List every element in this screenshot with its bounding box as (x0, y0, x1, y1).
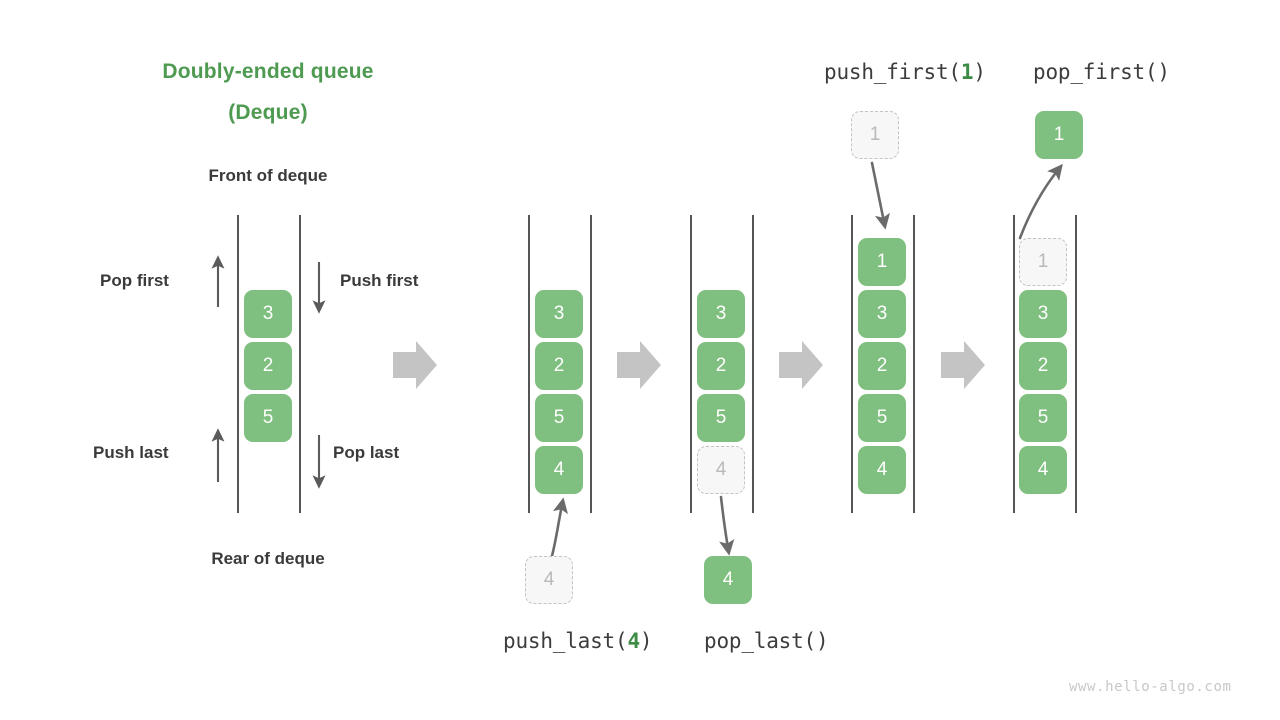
deque-5-cell-2: 2 (1019, 342, 1067, 390)
deque-1-cell-2: 5 (244, 394, 292, 442)
rear-of-deque-label: Rear of deque (211, 549, 325, 568)
pop-first-label: Pop first (100, 271, 169, 290)
push-last-op-arg: 4 (627, 629, 640, 653)
deque-5-cell-1: 3 (1019, 290, 1067, 338)
pop-last-op-prefix: pop_last() (704, 629, 829, 653)
deque-3-rail-left (690, 215, 692, 513)
pop-first-op-label: pop_first() (1033, 60, 1170, 84)
pop-first-op-prefix: pop_first() (1033, 60, 1170, 84)
pop-last-label: Pop last (333, 443, 400, 462)
deque-2-cell-1: 2 (535, 342, 583, 390)
deque-5-cell-4: 4 (1019, 446, 1067, 494)
transition-arrow-3 (779, 341, 823, 389)
push-first-op-arg: 1 (960, 60, 974, 84)
deque-2-cell-0: 3 (535, 290, 583, 338)
pop-first-motion-arrow (1018, 163, 1063, 240)
pop-last-result-cell: 4 (704, 556, 752, 604)
deque-4-cell-3: 5 (858, 394, 906, 442)
transition-arrow-2 (617, 341, 661, 389)
deque-2-cell-2: 5 (535, 394, 583, 442)
push-first-source-cell: 1 (851, 111, 899, 159)
push-first-motion-arrow (870, 161, 890, 230)
deque-4-rail-right (913, 215, 915, 513)
deque-4-cell-2: 2 (858, 342, 906, 390)
deque-3-cell-1: 2 (697, 342, 745, 390)
transition-arrow-4 (941, 341, 985, 389)
front-of-deque-label: Front of deque (208, 166, 328, 185)
deque-1-cell-0: 3 (244, 290, 292, 338)
push-last-motion-arrow (550, 497, 568, 558)
deque-3-cell-0: 3 (697, 290, 745, 338)
deque-1-rail-right (299, 215, 301, 513)
deque-5-cell-0-ghost: 1 (1019, 238, 1067, 286)
deque-1-rail-left (237, 215, 239, 513)
deque-3-rail-right (752, 215, 754, 513)
deque-2-rail-left (528, 215, 530, 513)
deque-2-cell-3: 4 (535, 446, 583, 494)
deque-5-rail-right (1075, 215, 1077, 513)
deque-4-cell-1: 3 (858, 290, 906, 338)
deque-4-cell-0: 1 (858, 238, 906, 286)
deque-5-rail-left (1013, 215, 1015, 513)
push-first-op-suffix: ) (973, 60, 986, 84)
deque-3-cell-3-ghost: 4 (697, 446, 745, 494)
push-last-label: Push last (93, 443, 169, 462)
push-last-op-label: push_last(4) (503, 629, 653, 653)
deque-2-rail-right (590, 215, 592, 513)
pop-first-result-cell: 1 (1035, 111, 1083, 159)
deque-5-cell-3: 5 (1019, 394, 1067, 442)
push-last-op-suffix: ) (639, 629, 653, 653)
push-last-source-cell: 4 (525, 556, 573, 604)
deque-1-cell-1: 2 (244, 342, 292, 390)
pop-last-motion-arrow (719, 495, 735, 556)
pop-last-op-label: pop_last() (704, 629, 829, 653)
deque-3-cell-2: 5 (697, 394, 745, 442)
deque-4-cell-4: 4 (858, 446, 906, 494)
page-title-line1: Doubly-ended queue (162, 60, 374, 83)
deque-4-rail-left (851, 215, 853, 513)
push-first-op-prefix: push_first( (824, 60, 961, 84)
push-first-label: Push first (340, 271, 419, 290)
transition-arrow-1 (393, 341, 437, 389)
page-title-line2: (Deque) (228, 101, 308, 124)
watermark: www.hello-algo.com (1069, 679, 1232, 695)
push-last-op-prefix: push_last( (503, 629, 628, 653)
push-first-op-label: push_first(1) (824, 60, 986, 84)
